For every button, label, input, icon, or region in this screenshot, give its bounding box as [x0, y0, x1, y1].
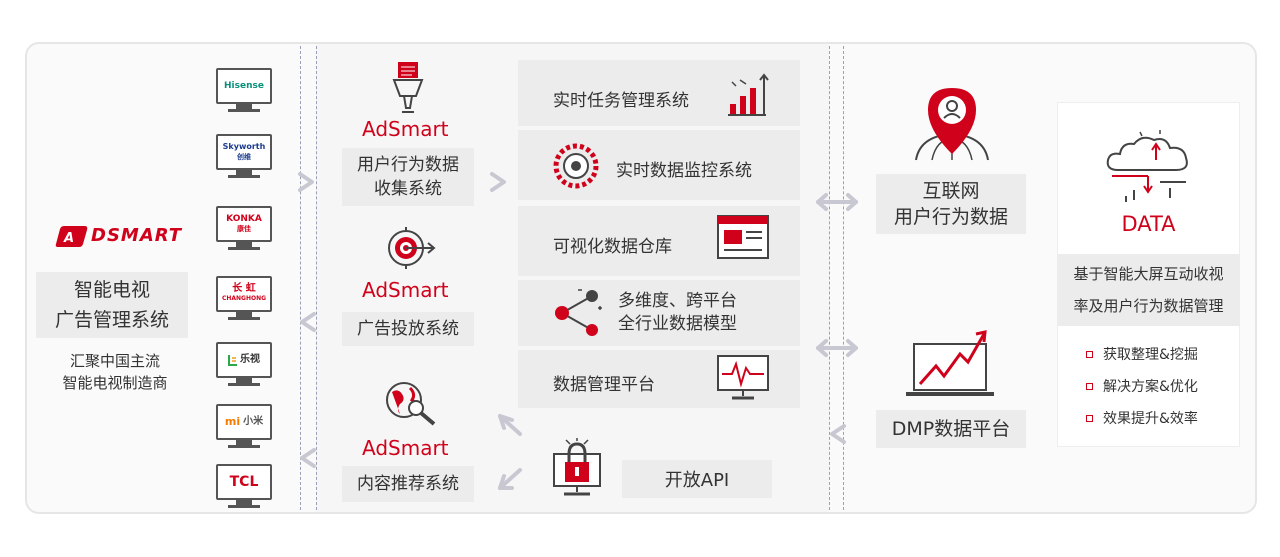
visual-warehouse-label: 可视化数据仓库 — [553, 237, 672, 257]
brand-sub: 创维 — [237, 153, 251, 161]
logo-tv-icon: A — [55, 226, 88, 247]
divider-4 — [843, 46, 844, 510]
chevron-right-icon — [298, 172, 314, 192]
label-line-2: 收集系统 — [374, 179, 442, 199]
brand-label: mi — [224, 415, 241, 428]
desc-line-1: 基于智能大屏互动收视 — [1073, 265, 1224, 283]
data-description-box: 基于智能大屏互动收视 率及用户行为数据管理 — [1057, 254, 1240, 326]
realtime-task-label: 实时任务管理系统 — [553, 91, 689, 111]
ad-delivery-system-box: 广告投放系统 — [342, 312, 474, 346]
adsmart-logo: A DSMART — [55, 222, 181, 252]
bullet-text: 效果提升&效率 — [1103, 411, 1198, 427]
data-cloud-icon — [1106, 130, 1188, 202]
chevron-right-icon — [490, 172, 506, 192]
data-collection-icon — [392, 62, 424, 113]
tv-tcl: TCL — [216, 464, 272, 510]
dmp-platform-box: DMP数据平台 — [876, 410, 1026, 448]
brand-label: KONKA — [226, 214, 262, 224]
brand-label: Hisense — [224, 81, 264, 91]
tv-skyworth: Skyworth 创维 — [216, 134, 272, 180]
label-line-1: 多维度、跨平台 — [618, 291, 737, 311]
adsmart-brand-1: AdSmart — [362, 117, 449, 141]
tv-ad-system-title: 智能电视 广告管理系统 — [36, 272, 188, 338]
adsmart-brand-3: AdSmart — [362, 436, 449, 460]
content-recommend-system-box: 内容推荐系统 — [342, 466, 474, 502]
label-line-1: 广告投放系统 — [357, 319, 459, 339]
bullet-text: 获取整理&挖掘 — [1103, 347, 1198, 363]
data-title: DATA — [1121, 212, 1176, 236]
target-icon — [388, 227, 436, 269]
divider-3 — [829, 46, 830, 510]
letv-logo-icon — [228, 355, 237, 366]
label-line-1: 用户行为数据 — [357, 155, 459, 175]
divider-2 — [316, 46, 317, 510]
brand-sub: CHANGHONG — [221, 295, 267, 302]
bar-chart-icon — [728, 73, 769, 116]
open-api-box: 开放API — [622, 460, 772, 498]
bullet-2: 解决方案&优化 — [1086, 376, 1198, 396]
internet-user-data-box: 互联网 用户行为数据 — [876, 174, 1026, 234]
logo-text: DSMART — [91, 225, 183, 246]
label-line-1: 内容推荐系统 — [357, 474, 459, 494]
bullet-square-icon — [1086, 382, 1093, 390]
data-warehouse-icon — [717, 215, 769, 259]
pulse-monitor-icon — [717, 355, 769, 400]
divider-1 — [300, 46, 301, 510]
monitor-gear-icon — [553, 143, 599, 189]
tv-letv: 乐视 — [216, 342, 272, 388]
bullet-text: 解决方案&优化 — [1103, 379, 1198, 395]
svg-text:A: A — [63, 231, 74, 246]
tv-hisense: Hisense — [216, 68, 272, 114]
tv-konka: KONKA 康佳 — [216, 206, 272, 252]
location-pin-globe-icon — [915, 88, 989, 161]
adsmart-brand-2: AdSmart — [362, 278, 449, 302]
label-line-1: 互联网 — [922, 180, 980, 202]
bullet-3: 效果提升&效率 — [1086, 408, 1198, 428]
realtime-monitor-label: 实时数据监控系统 — [616, 161, 752, 181]
brand-sub: 小米 — [243, 416, 264, 427]
laptop-growth-icon — [906, 330, 994, 396]
bullet-square-icon — [1086, 414, 1093, 422]
bullet-square-icon — [1086, 350, 1093, 358]
brand-label: 乐视 — [240, 354, 260, 365]
data-collection-system-box: 用户行为数据 收集系统 — [342, 148, 474, 206]
tv-xiaomi: mi 小米 — [216, 404, 272, 450]
brand-label: Skyworth — [222, 142, 266, 151]
chevron-left-icon — [300, 312, 316, 332]
chevron-left-icon — [300, 448, 316, 468]
brand-sub: 康佳 — [237, 225, 251, 233]
brand-label: 长 虹 — [232, 283, 256, 294]
left-description: 汇聚中国主流 智能电视制造商 — [40, 350, 190, 394]
data-model-label: 多维度、跨平台 全行业数据模型 — [618, 290, 737, 336]
chevron-left-icon — [830, 424, 846, 444]
title-line-1: 智能电视 — [73, 279, 150, 301]
desc-line-2: 率及用户行为数据管理 — [1073, 297, 1224, 315]
brand-label: TCL — [229, 474, 259, 490]
globe-search-icon — [386, 382, 436, 426]
label-line-2: 全行业数据模型 — [618, 314, 737, 334]
desc-line-1: 汇聚中国主流 — [69, 352, 160, 370]
share-nodes-icon — [555, 289, 602, 336]
title-line-2: 广告管理系统 — [54, 309, 169, 331]
lock-monitor-icon — [553, 438, 601, 496]
desc-line-2: 智能电视制造商 — [62, 374, 168, 392]
bullet-1: 获取整理&挖掘 — [1086, 344, 1198, 364]
data-management-label: 数据管理平台 — [553, 375, 655, 395]
tv-changhong: 长 虹 CHANGHONG — [216, 276, 272, 322]
label-line-2: 用户行为数据 — [893, 206, 1008, 228]
